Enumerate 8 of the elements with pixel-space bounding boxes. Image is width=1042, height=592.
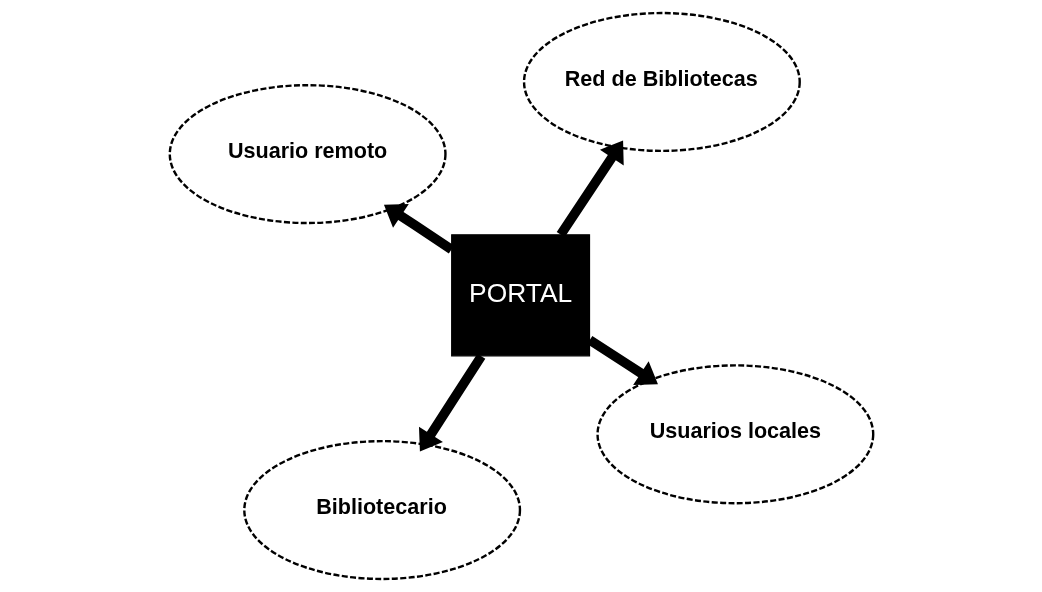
node-ellipse: Bibliotecario — [242, 439, 521, 581]
node-ellipse: Red de Bibliotecas — [522, 11, 801, 153]
arrow — [418, 353, 485, 452]
arrow — [383, 204, 454, 254]
node-ellipse: Usuario remoto — [168, 84, 447, 225]
node-box: PORTAL — [450, 234, 590, 357]
arrow — [556, 140, 624, 238]
node-ellipse: Usuarios locales — [595, 364, 874, 505]
